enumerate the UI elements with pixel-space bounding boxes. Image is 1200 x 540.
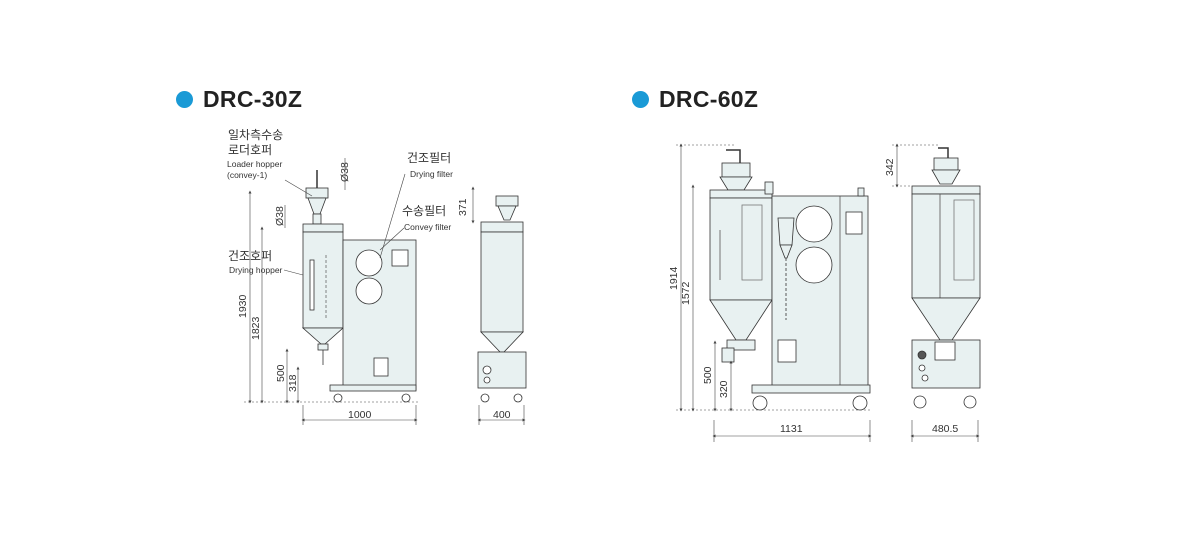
dim-width: 1000 <box>348 409 372 421</box>
dim-side-top: 342 <box>884 158 896 176</box>
bullet-dot-icon <box>176 91 193 108</box>
model-name: DRC-60Z <box>659 86 759 112</box>
drc30z-side-dimensions <box>471 186 526 425</box>
dim-depth: 480.5 <box>932 423 958 435</box>
dim-depth: 400 <box>493 409 511 421</box>
bullet-dot-icon <box>632 91 649 108</box>
model-title-drc30z: DRC-30Z <box>176 86 302 113</box>
conv-filter-label-ko: 수송필터 <box>402 204 446 218</box>
dim-d038-mid: Ø38 <box>274 206 286 226</box>
dry-hopper-label-ko: 건조호퍼 <box>228 249 272 263</box>
drc30z-side-view <box>477 195 527 403</box>
drc60z-front-dimensions <box>676 143 872 442</box>
drc60z-front-view <box>709 149 871 411</box>
drc60z-front-labels: 1914 1572 500 320 1131 <box>668 266 803 435</box>
dim-h-total: 1930 <box>237 294 249 318</box>
drc30z-front-dimensions <box>244 158 420 425</box>
model-title-drc60z: DRC-60Z <box>632 86 758 113</box>
dim-h-outlet: 500 <box>275 364 287 382</box>
loader-label-ko2: 로더호퍼 <box>228 143 272 157</box>
model-name: DRC-30Z <box>203 86 303 112</box>
loader-label-ko: 일차측수송 <box>228 128 283 142</box>
dry-filter-label-ko: 건조필터 <box>407 151 451 165</box>
dim-d038-top: Ø38 <box>339 162 351 182</box>
drc60z-side-view <box>911 147 981 409</box>
loader-label-en2: (convey-1) <box>227 170 267 180</box>
loader-label-en: Loader hopper <box>227 159 282 169</box>
dim-h-outlet: 500 <box>702 366 714 384</box>
dim-h-total: 1914 <box>668 266 680 290</box>
drc30z-front-view <box>301 170 417 403</box>
dim-h-base: 318 <box>287 374 299 392</box>
dim-h-hopper: 1823 <box>250 316 262 340</box>
drc60z-side-labels: 342 480.5 <box>884 158 958 435</box>
dry-hopper-label-en: Drying hopper <box>229 265 283 275</box>
drc60z-side-dimensions <box>892 143 980 442</box>
drc30z-labels: 일차측수송 로더호퍼 Loader hopper (convey-1) 건조필터… <box>227 128 511 421</box>
drc30z-front-leader-lines <box>283 173 406 276</box>
conv-filter-label-en: Convey filter <box>404 222 451 232</box>
dim-h-base: 320 <box>718 380 730 398</box>
dry-filter-label-en: Drying filter <box>410 169 453 179</box>
dim-side-top: 371 <box>457 198 469 216</box>
dim-h-hopper: 1572 <box>680 281 692 305</box>
dim-width: 1131 <box>780 423 803 435</box>
